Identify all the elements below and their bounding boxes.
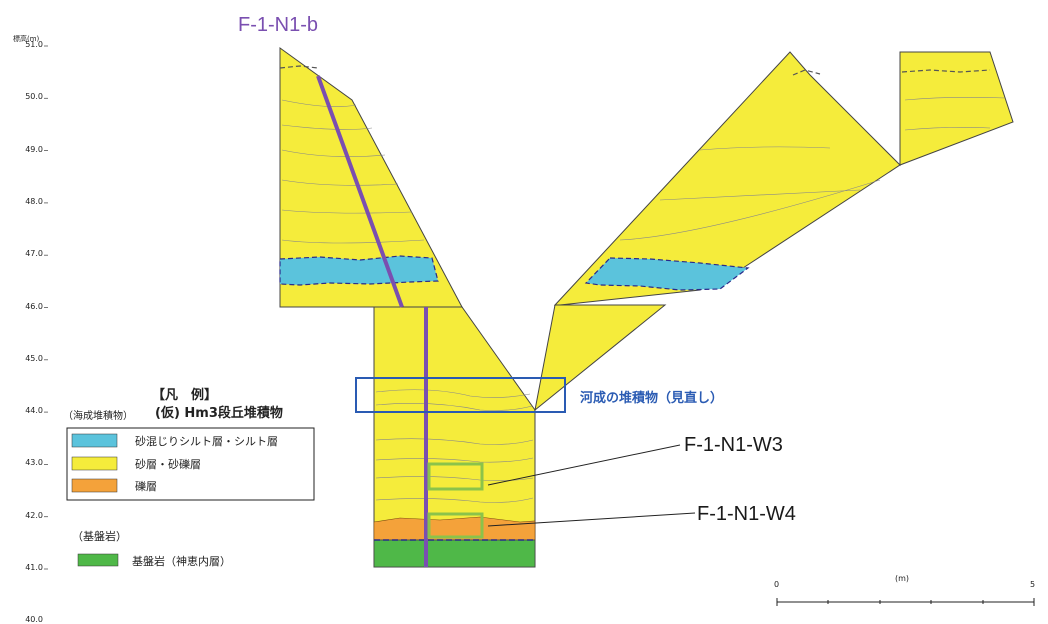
right-strata-lines — [619, 97, 1006, 241]
w3-sample-box — [427, 462, 484, 491]
scale-unit-label: (m) — [895, 574, 910, 583]
right-silt-layer — [584, 257, 750, 291]
w4-leader-line — [487, 512, 696, 527]
bedrock-layer — [373, 539, 536, 568]
elevation-label: 47.0 — [25, 249, 43, 259]
elevation-label: 49.0 — [25, 144, 43, 154]
scale-end-label: 5 — [1030, 580, 1036, 589]
scale-bar — [776, 598, 1035, 606]
borehole-label: F-1-N1-b — [238, 14, 319, 36]
river-deposit-label: 河成の堆積物（見直し） — [580, 391, 724, 406]
w4-sample-box — [427, 512, 484, 539]
legend-box — [66, 427, 315, 501]
elevation-label: 44.0 — [25, 406, 43, 416]
upper-left-silt-layer — [279, 255, 439, 286]
elevation-label: 46.0 — [25, 301, 43, 311]
scale-start-label: 0 — [774, 580, 780, 589]
w4-label: F-1-N1-W4 — [697, 503, 796, 525]
legend-swatch-bedrock — [77, 553, 119, 567]
elevation-label: 41.0 — [25, 563, 43, 572]
elevation-ticks — [44, 45, 48, 570]
legend-item-sand: 砂層・砂礫層 — [135, 458, 201, 471]
upper-right-top-dashed-2 — [901, 69, 991, 73]
legend-item-silt: 砂混じりシルト層・シルト層 — [135, 435, 278, 448]
upper-left-strata-lines — [281, 99, 425, 244]
elevation-label: 42.0 — [25, 510, 43, 520]
elevation-label: 40.0 — [25, 615, 43, 624]
river-deposit-box — [355, 377, 566, 413]
middle-right-sand-block — [534, 304, 667, 412]
w3-leader-line — [487, 444, 681, 486]
legend-bedrock-title: （基盤岩） — [72, 530, 127, 543]
legend-marine-prefix: （海成堆積物） — [63, 411, 133, 422]
legend-marine-title: (仮) Hm3段丘堆積物 — [155, 406, 283, 421]
elevation-label: 51.0 — [25, 40, 43, 49]
upper-right-sand-block — [553, 51, 1014, 306]
legend-swatch-silt — [71, 433, 118, 448]
elevation-label: 50.0 — [25, 92, 43, 102]
legend-swatch-gravel — [71, 478, 118, 493]
w3-label: F-1-N1-W3 — [684, 434, 783, 456]
upper-right-top-dashed-1 — [792, 69, 821, 76]
elevation-label: 43.0 — [25, 458, 43, 468]
borehole-line-upper — [316, 75, 404, 308]
legend-item-gravel: 礫層 — [135, 480, 157, 493]
lower-strata-lines — [375, 389, 534, 503]
elevation-label: 45.0 — [25, 353, 43, 363]
legend-item-bedrock: 基盤岩（神恵内層） — [132, 555, 231, 568]
elevation-label: 48.0 — [25, 196, 43, 206]
legend-swatch-sand — [71, 456, 118, 471]
legend-title: 【凡 例】 — [152, 388, 218, 403]
upper-left-top-dashed — [279, 65, 319, 69]
elevation-unit-label: 標高(m) — [13, 35, 40, 43]
